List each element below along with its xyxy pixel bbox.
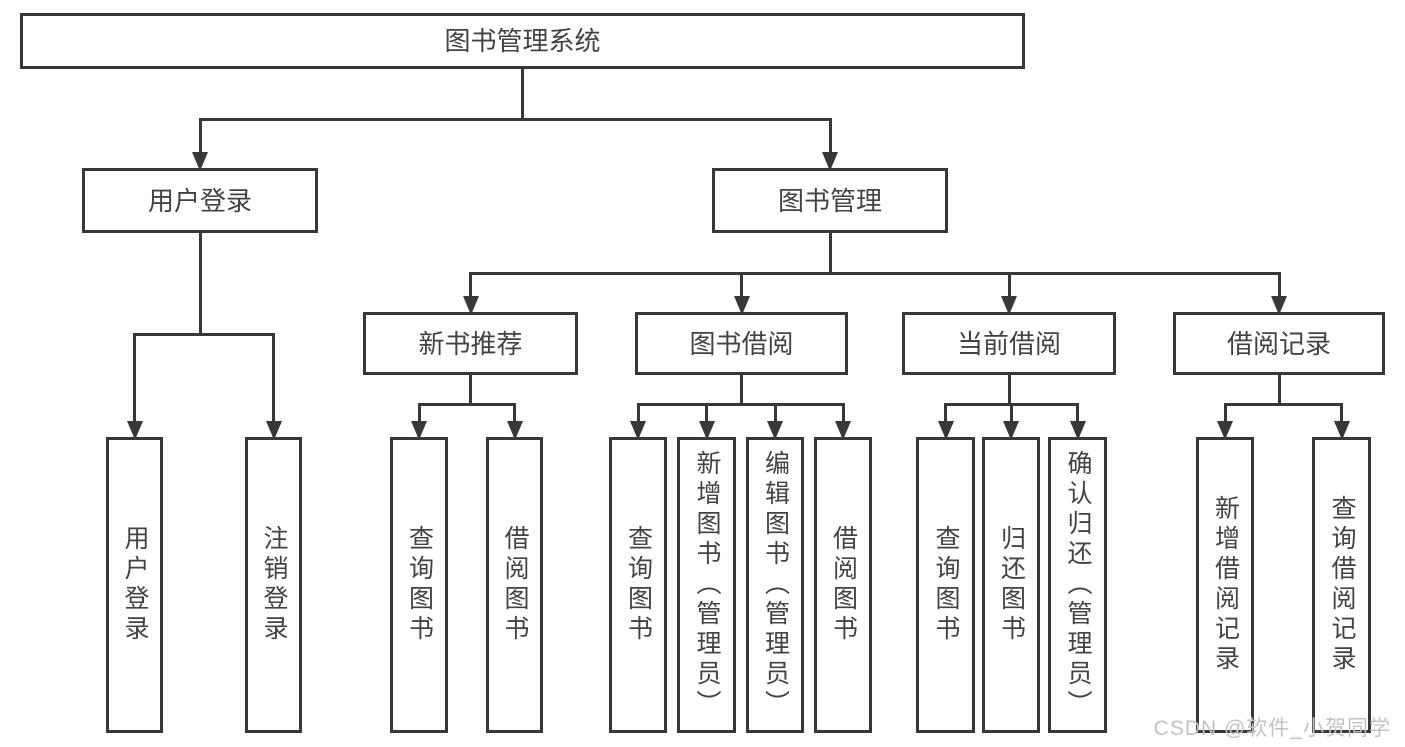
connector-line xyxy=(841,403,845,433)
arrowhead-icon xyxy=(698,421,715,440)
arrowhead-icon xyxy=(733,296,750,315)
node-leaf-bb-add: 新增图书（管理员） xyxy=(677,437,736,733)
node-label-leaf-bb-edit: 编辑图书（管理员） xyxy=(761,450,790,720)
arrowhead-icon xyxy=(767,421,783,440)
connector-line xyxy=(1223,403,1343,406)
node-leaf-user-login: 用户登录 xyxy=(106,437,163,733)
connector-line xyxy=(417,403,516,406)
connector-line xyxy=(133,333,136,433)
connector-line xyxy=(1076,403,1079,433)
node-leaf-bb-query: 查询图书 xyxy=(609,437,667,733)
arrowhead-icon xyxy=(506,421,523,440)
node-leaf-cb-query: 查询图书 xyxy=(916,437,975,733)
node-label-leaf-bb-query: 查询图书 xyxy=(624,525,653,645)
connector-line xyxy=(828,233,832,275)
node-leaf-br-add: 新增借阅记录 xyxy=(1196,437,1254,733)
node-root: 图书管理系统 xyxy=(20,13,1025,69)
node-label-new-books: 新书推荐 xyxy=(418,328,523,359)
node-label-leaf-user-login: 用户登录 xyxy=(121,525,149,645)
connector-line xyxy=(198,118,202,164)
node-label-leaf-cb-confirm: 确认归还（管理员） xyxy=(1064,450,1092,720)
node-leaf-nb-query: 查询图书 xyxy=(390,437,448,733)
node-book-mgmt: 图书管理 xyxy=(712,168,948,233)
node-label-root: 图书管理系统 xyxy=(444,26,601,56)
node-label-leaf-br-add: 新增借阅记录 xyxy=(1211,495,1240,675)
node-leaf-bb-edit: 编辑图书（管理员） xyxy=(746,437,804,733)
connector-line xyxy=(1277,272,1281,308)
node-borrow-records: 借阅记录 xyxy=(1173,312,1385,375)
connector-line xyxy=(469,272,1281,275)
arrowhead-icon xyxy=(126,421,143,440)
arrowhead-icon xyxy=(1003,421,1019,440)
connector-line xyxy=(521,69,524,121)
node-leaf-br-query: 查询借阅记录 xyxy=(1312,437,1371,733)
node-leaf-cb-confirm: 确认归还（管理员） xyxy=(1048,437,1107,733)
connector-line xyxy=(417,403,421,433)
arrowhead-icon xyxy=(1217,421,1233,440)
connector-line xyxy=(1009,403,1013,433)
node-user-login: 用户登录 xyxy=(82,168,318,233)
node-leaf-bb-borrow: 借阅图书 xyxy=(814,437,872,733)
connector-line xyxy=(636,403,845,406)
connector-line xyxy=(773,403,777,433)
arrowhead-icon xyxy=(265,421,282,440)
node-label-leaf-cb-query: 查询图书 xyxy=(932,525,960,645)
connector-line xyxy=(1223,403,1227,433)
connector-line xyxy=(198,233,202,336)
arrowhead-icon xyxy=(1001,296,1017,315)
connector-line xyxy=(469,272,472,308)
connector-line xyxy=(133,333,275,336)
connector-line xyxy=(705,403,708,433)
node-leaf-logout: 注销登录 xyxy=(245,437,302,733)
node-current-borrow: 当前借阅 xyxy=(902,312,1116,375)
connector-line xyxy=(636,403,640,433)
connector-line xyxy=(1007,375,1011,406)
connector-line xyxy=(198,118,832,121)
arrowhead-icon xyxy=(192,152,208,171)
connector-line xyxy=(1340,403,1343,433)
arrowhead-icon xyxy=(937,421,954,440)
connector-line xyxy=(272,333,275,433)
node-label-leaf-br-query: 查询借阅记录 xyxy=(1328,495,1356,675)
connector-line xyxy=(469,375,472,406)
connector-line xyxy=(828,118,832,164)
connector-line xyxy=(513,403,516,433)
arrowhead-icon xyxy=(1271,296,1287,315)
node-book-borrow: 图书借阅 xyxy=(635,312,848,375)
arrowhead-icon xyxy=(411,421,427,440)
connector-line xyxy=(944,403,947,433)
node-leaf-nb-borrow: 借阅图书 xyxy=(486,437,543,733)
node-label-leaf-bb-borrow: 借阅图书 xyxy=(829,525,858,645)
node-label-book-borrow: 图书借阅 xyxy=(689,328,794,359)
node-leaf-cb-return: 归还图书 xyxy=(982,437,1040,733)
connector-line xyxy=(1277,375,1281,406)
node-label-book-mgmt: 图书管理 xyxy=(777,185,882,216)
node-label-leaf-cb-return: 归还图书 xyxy=(997,525,1026,645)
arrowhead-icon xyxy=(462,296,479,315)
arrowhead-icon xyxy=(1333,421,1350,440)
node-label-leaf-nb-query: 查询图书 xyxy=(405,525,434,645)
node-label-borrow-records: 借阅记录 xyxy=(1226,328,1331,359)
node-label-leaf-bb-add: 新增图书（管理员） xyxy=(693,450,721,720)
connector-line xyxy=(740,375,743,406)
node-label-leaf-logout: 注销登录 xyxy=(260,525,288,645)
arrowhead-icon xyxy=(822,152,838,171)
arrowhead-icon xyxy=(630,421,646,440)
arrowhead-icon xyxy=(835,421,851,440)
node-label-current-borrow: 当前借阅 xyxy=(956,328,1061,359)
connector-line xyxy=(740,272,743,308)
node-label-user-login: 用户登录 xyxy=(147,185,252,216)
arrowhead-icon xyxy=(1069,421,1086,440)
node-new-books: 新书推荐 xyxy=(363,312,578,375)
connector-line xyxy=(1007,272,1011,308)
node-label-leaf-nb-borrow: 借阅图书 xyxy=(501,525,529,645)
